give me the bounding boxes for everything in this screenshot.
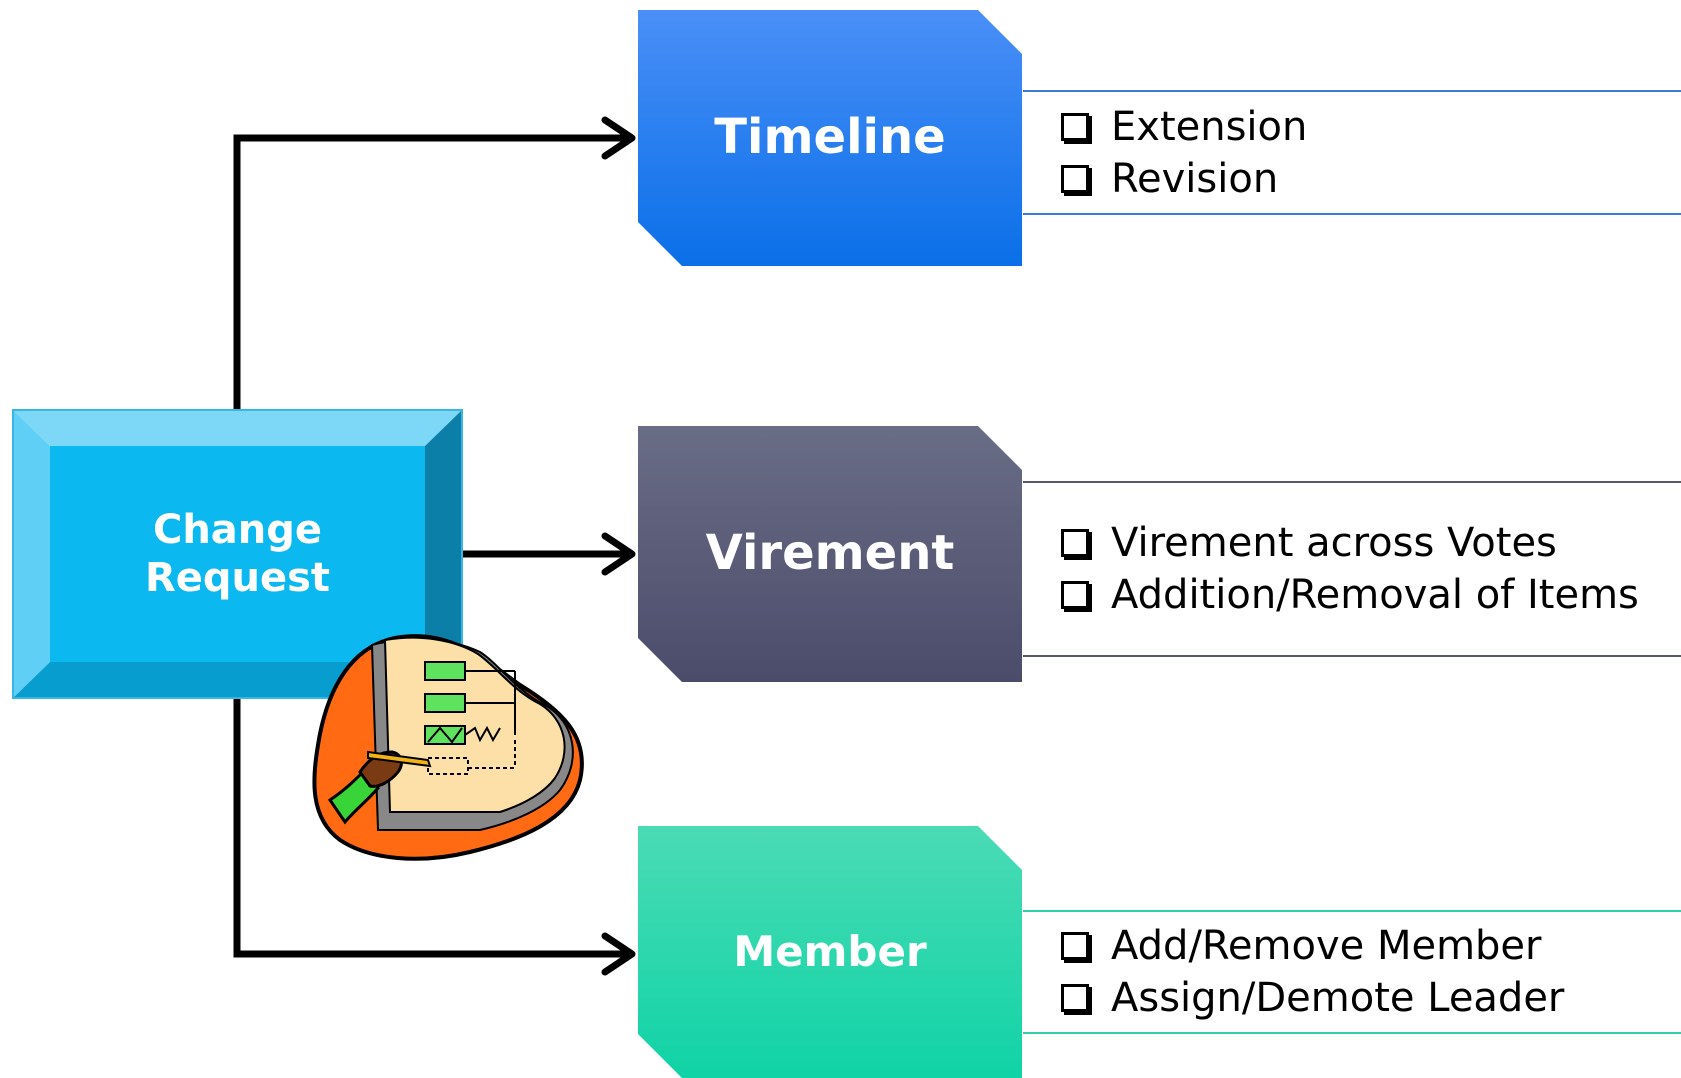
member-label: Member	[733, 926, 927, 976]
list-item-text: Revision	[1111, 155, 1279, 202]
list-item-text: Addition/Removal of Items	[1111, 572, 1639, 618]
change-request-label: Change Request	[50, 446, 425, 662]
arrowhead-member	[601, 932, 636, 976]
checkbox-bullet-icon	[1061, 581, 1089, 609]
virement-details: Virement across Votes Addition/Removal o…	[1023, 481, 1681, 657]
list-item: Revision	[1061, 153, 1681, 205]
virement-label: Virement	[705, 525, 955, 582]
list-item: Extension	[1061, 101, 1681, 153]
checkbox-bullet-icon	[1061, 984, 1089, 1012]
list-item: Add/Remove Member	[1061, 920, 1681, 972]
checkbox-bullet-icon	[1061, 529, 1089, 557]
list-item-text: Virement across Votes	[1111, 520, 1557, 566]
checkbox-bullet-icon	[1061, 932, 1089, 960]
arrowhead-virement	[601, 532, 636, 576]
timeline-box	[638, 10, 1022, 266]
list-item: Assign/Demote Leader	[1061, 972, 1681, 1024]
planning-clipart-icon	[312, 634, 584, 861]
member-box	[638, 826, 1022, 1078]
arrowhead-timeline	[601, 116, 636, 160]
connector-to-timeline	[233, 134, 632, 412]
timeline-details: Extension Revision	[1023, 90, 1681, 215]
checkbox-bullet-icon	[1061, 164, 1089, 193]
list-item-text: Assign/Demote Leader	[1111, 975, 1565, 1021]
list-item-text: Add/Remove Member	[1111, 923, 1542, 969]
change-request-label-line-2: Request	[144, 555, 331, 601]
member-details: Add/Remove Member Assign/Demote Leader	[1023, 910, 1681, 1034]
timeline-label: Timeline	[714, 109, 946, 166]
checkbox-bullet-icon	[1061, 112, 1089, 141]
virement-box	[638, 426, 1022, 682]
list-item: Virement across Votes	[1061, 517, 1681, 569]
list-item-text: Extension	[1111, 103, 1308, 150]
connector-to-member	[233, 697, 632, 958]
list-item: Addition/Removal of Items	[1061, 569, 1681, 621]
change-request-label-line-1: Change	[152, 507, 323, 553]
